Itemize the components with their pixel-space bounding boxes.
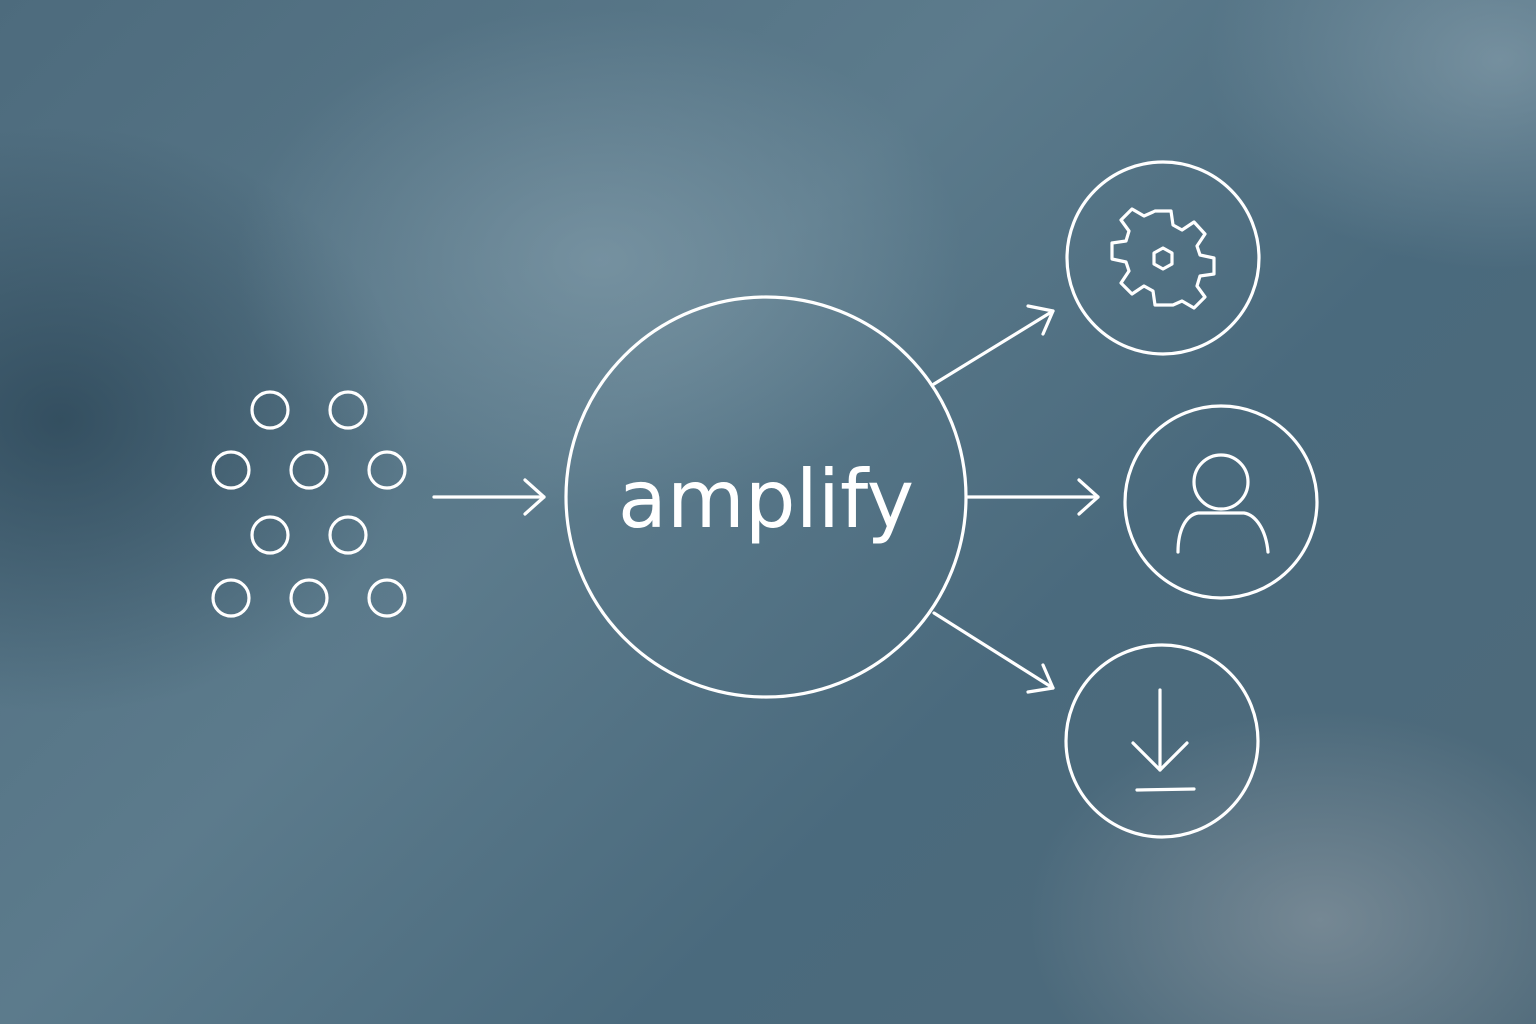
user-icon	[1176, 453, 1270, 554]
dot-cluster-icon	[211, 390, 407, 618]
input-dot	[328, 390, 368, 430]
amplify-label: amplify	[618, 453, 914, 546]
download-output-node	[1064, 643, 1260, 839]
arrow-to-gear	[932, 304, 1055, 386]
gear-output-node	[1065, 160, 1261, 356]
arrow-to-download	[932, 611, 1055, 694]
download-icon	[1131, 688, 1196, 792]
gear-icon	[1110, 207, 1216, 310]
input-arrow	[432, 478, 546, 516]
amplify-node: amplify	[564, 295, 968, 699]
input-dot	[289, 450, 329, 490]
input-dot	[367, 578, 407, 618]
input-dot	[328, 515, 368, 555]
input-dot	[289, 578, 329, 618]
input-dot	[211, 578, 251, 618]
arrow-to-user	[966, 478, 1100, 516]
input-dot	[250, 515, 290, 555]
input-dot	[367, 450, 407, 490]
input-dot	[250, 390, 290, 430]
user-output-node	[1123, 404, 1319, 600]
input-dot	[211, 450, 251, 490]
